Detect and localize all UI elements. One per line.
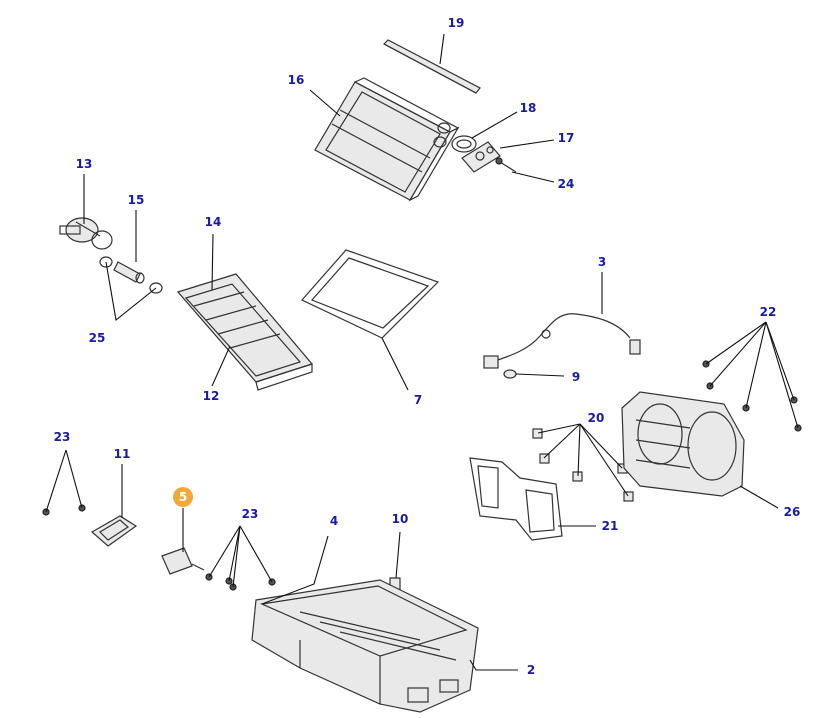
callout-22[interactable]: 22	[758, 302, 778, 322]
svg-text:12: 12	[203, 389, 220, 403]
part-screws-23-left	[42, 504, 86, 516]
callout-16[interactable]: 16	[286, 70, 306, 90]
svg-text:21: 21	[602, 519, 619, 533]
part-housing-2	[251, 579, 479, 713]
svg-text:24: 24	[558, 177, 575, 191]
part-sleeve-15	[113, 261, 145, 284]
part-bracket-11	[90, 515, 138, 547]
part-gasket-21	[469, 457, 563, 541]
callout-9[interactable]: 9	[566, 367, 586, 387]
part-expansion-valve-17	[461, 141, 501, 173]
svg-text:26: 26	[784, 505, 801, 519]
leader-lines	[45, 33, 799, 671]
svg-text:22: 22	[760, 305, 777, 319]
part-harness-3	[483, 313, 641, 369]
callout-2[interactable]: 2	[521, 660, 541, 680]
callout-3[interactable]: 3	[592, 252, 612, 272]
callout-11[interactable]: 11	[112, 444, 132, 464]
part-seals-25	[99, 256, 163, 294]
part-rod-19	[383, 39, 481, 94]
part-blower-26	[621, 391, 745, 497]
part-heater-core-14	[176, 273, 314, 391]
callout-19[interactable]: 19	[446, 13, 466, 33]
part-screw-24	[495, 157, 517, 173]
callout-12[interactable]: 12	[201, 386, 221, 406]
svg-text:3: 3	[598, 255, 606, 269]
callout-21[interactable]: 21	[600, 516, 620, 536]
callout-15[interactable]: 15	[126, 190, 146, 210]
callout-23-left[interactable]: 23	[52, 427, 72, 447]
callout-18[interactable]: 18	[518, 98, 538, 118]
svg-text:17: 17	[558, 131, 575, 145]
part-actuator-5	[161, 547, 205, 575]
part-evaporator-16	[314, 77, 460, 202]
callout-10[interactable]: 10	[390, 509, 410, 529]
svg-text:10: 10	[392, 512, 409, 526]
part-grommets-20	[532, 428, 634, 502]
svg-text:14: 14	[205, 215, 222, 229]
callout-4[interactable]: 4	[324, 511, 344, 531]
svg-text:2: 2	[527, 663, 535, 677]
svg-text:9: 9	[572, 370, 580, 384]
callout-7[interactable]: 7	[408, 390, 428, 410]
svg-text:16: 16	[288, 73, 305, 87]
callout-17[interactable]: 17	[556, 128, 576, 148]
callout-5[interactable]: 5	[173, 487, 193, 507]
svg-text:23: 23	[242, 507, 259, 521]
part-valve-13	[59, 217, 113, 250]
callout-25[interactable]: 25	[87, 328, 107, 348]
callout-23-center[interactable]: 23	[240, 504, 260, 524]
svg-text:23: 23	[54, 430, 71, 444]
svg-text:19: 19	[448, 16, 465, 30]
callout-26[interactable]: 26	[782, 502, 802, 522]
part-gasket-18	[451, 135, 477, 153]
part-filter-frame-7	[301, 249, 440, 339]
part-screws-23-center	[205, 573, 276, 591]
svg-text:25: 25	[89, 331, 106, 345]
callout-14[interactable]: 14	[203, 212, 223, 232]
part-clip-9	[503, 369, 517, 379]
callout-13[interactable]: 13	[74, 154, 94, 174]
svg-text:4: 4	[330, 514, 338, 528]
svg-text:15: 15	[128, 193, 145, 207]
callout-20[interactable]: 20	[586, 408, 606, 428]
svg-text:20: 20	[588, 411, 605, 425]
svg-text:5: 5	[179, 490, 187, 504]
svg-text:13: 13	[76, 157, 93, 171]
callout-24[interactable]: 24	[556, 174, 576, 194]
svg-text:18: 18	[520, 101, 537, 115]
svg-text:11: 11	[114, 447, 131, 461]
svg-text:7: 7	[414, 393, 422, 407]
